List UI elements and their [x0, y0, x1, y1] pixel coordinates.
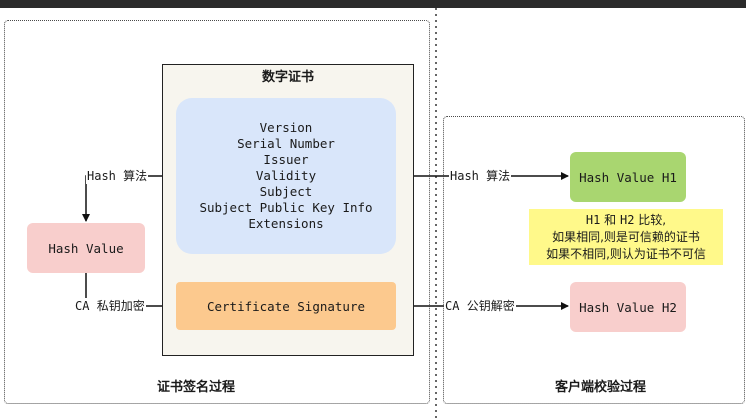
- right-hash-label: Hash 算法: [449, 168, 512, 184]
- left-ca-label: CA 私钥加密: [74, 298, 146, 314]
- note-compare: 比较,: [638, 212, 667, 227]
- field-serial-number: Serial Number: [237, 136, 335, 151]
- certificate-fields: Version Serial Number Issuer Validity Su…: [176, 98, 396, 254]
- left-hash-label: Hash 算法: [86, 168, 149, 184]
- note-line-1: H1 和 H2 比较,: [586, 212, 666, 229]
- note-and: 和: [604, 212, 617, 227]
- field-issuer: Issuer: [263, 152, 309, 167]
- right-ca-label-en: CA: [445, 299, 460, 313]
- right-hash-label-en: Hash: [450, 169, 479, 183]
- note-h1: H1: [585, 212, 601, 227]
- top-bar: [0, 0, 746, 8]
- signing-process-region: [4, 20, 430, 404]
- note-line-2: 如果相同,则是可信赖的证书: [552, 229, 700, 244]
- field-validity: Validity: [255, 168, 317, 183]
- note-h2: H2: [620, 212, 635, 227]
- certificate-title: 数字证书: [261, 70, 314, 85]
- left-hash-label-cn: 算法: [123, 169, 148, 183]
- left-ca-label-en: CA: [75, 299, 90, 313]
- field-subject-public-key-info: Subject Public Key Info: [199, 200, 373, 215]
- field-extensions: Extensions: [248, 216, 324, 231]
- client-verify-caption: 客户端校验过程: [555, 380, 647, 395]
- right-ca-label-cn: 公钥解密: [466, 299, 515, 313]
- signing-process-caption: 证书签名过程: [157, 380, 236, 395]
- field-version: Version: [259, 120, 313, 135]
- hash-value-h2-box: Hash Value H2: [570, 282, 686, 332]
- right-ca-label: CA 公钥解密: [444, 298, 516, 314]
- comparison-note: H1 和 H2 比较, 如果相同,则是可信赖的证书 如果不相同,则认为证书不可信: [529, 209, 723, 265]
- certificate-signature: Certificate Signature: [176, 282, 396, 330]
- field-subject: Subject: [259, 184, 313, 199]
- left-ca-label-cn: 私钥加密: [96, 299, 145, 313]
- right-hash-label-cn: 算法: [486, 169, 511, 183]
- note-line-3: 如果不相同,则认为证书不可信: [546, 246, 706, 261]
- client-verify-region: [443, 116, 745, 404]
- hash-value-h1-box: Hash Value H1: [570, 152, 686, 202]
- hash-value-box: Hash Value: [27, 223, 145, 273]
- left-hash-label-en: Hash: [87, 169, 116, 183]
